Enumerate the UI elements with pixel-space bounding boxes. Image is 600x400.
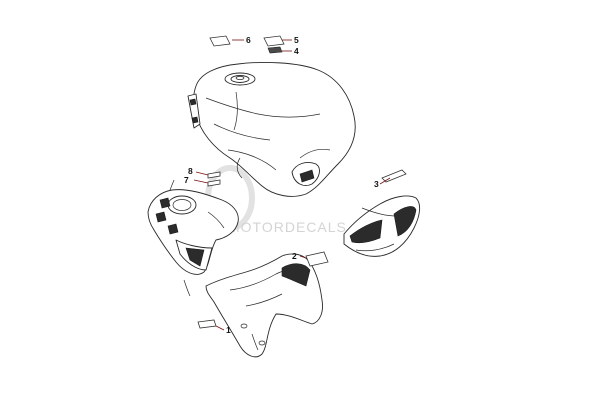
callout-labels: 6 5 4 8 7 3 2 1 xyxy=(184,35,379,335)
callout-7: 7 xyxy=(184,175,189,185)
callout-1: 1 xyxy=(226,325,231,335)
decal-8 xyxy=(207,171,221,179)
decal-5 xyxy=(263,35,285,47)
callout-3: 3 xyxy=(374,179,379,189)
decal-1 xyxy=(197,319,217,329)
decal-6 xyxy=(209,35,231,47)
callout-5: 5 xyxy=(294,35,299,45)
callout-8: 8 xyxy=(188,166,193,176)
callout-2: 2 xyxy=(292,251,297,261)
callout-6: 6 xyxy=(246,35,251,45)
headlight-cowl xyxy=(343,195,421,257)
watermark-text: MYMOTORDECALS xyxy=(205,219,347,235)
leader-lines xyxy=(193,39,391,331)
callout-4: 4 xyxy=(294,46,299,56)
decal-4 xyxy=(267,46,283,54)
front-shroud-assembly xyxy=(147,179,239,297)
decal-2 xyxy=(305,251,329,267)
fuel-tank xyxy=(187,62,356,197)
decal-7 xyxy=(207,179,221,187)
lower-fairing xyxy=(205,253,323,358)
